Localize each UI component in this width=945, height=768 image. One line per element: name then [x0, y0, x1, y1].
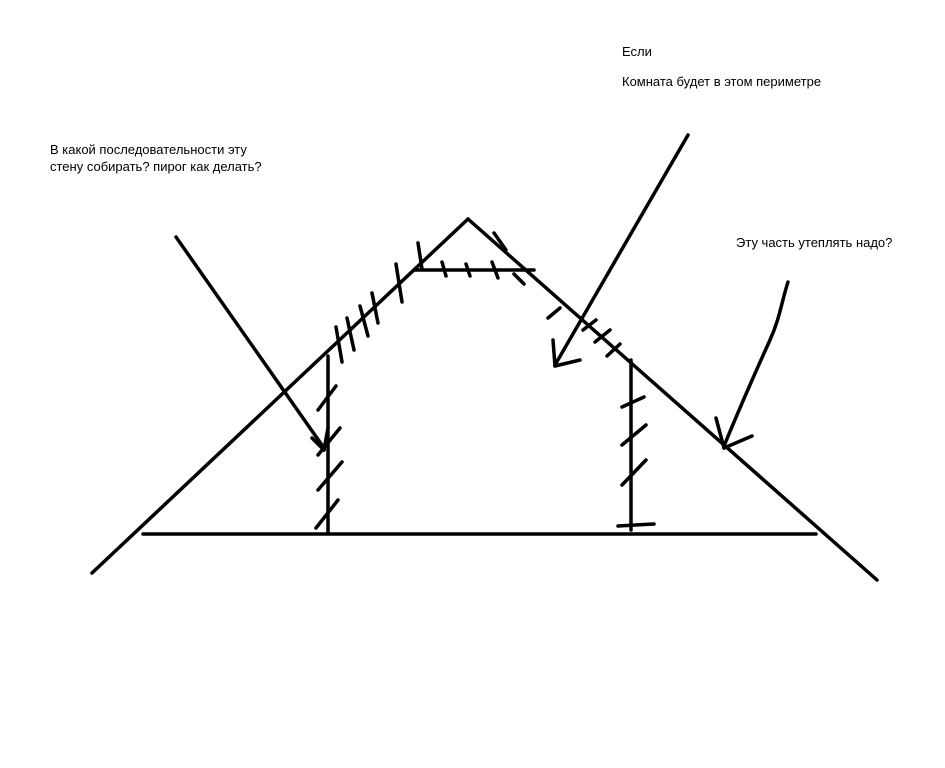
right-wall-hatching: [616, 395, 656, 528]
room-perimeter-text: Комната будет в этом периметре: [622, 74, 822, 89]
arrow-to-room: [551, 133, 690, 368]
if-label-text: Если: [622, 44, 652, 59]
left-wall-hatching: [314, 384, 344, 530]
insulate-question-text: Эту часть утеплять надо?: [736, 235, 893, 250]
ceiling-hatching: [440, 231, 526, 286]
roof-left-slope: [90, 217, 470, 575]
arrow-to-left-wall: [174, 235, 330, 452]
arrow-to-lower-slope: [714, 280, 790, 450]
right-slope-hatching: [546, 306, 622, 358]
roof-right-slope: [466, 217, 879, 582]
left-slope-hatching: [334, 241, 424, 364]
left-question-text: В какой последовательности эту стену соб…: [50, 142, 262, 174]
